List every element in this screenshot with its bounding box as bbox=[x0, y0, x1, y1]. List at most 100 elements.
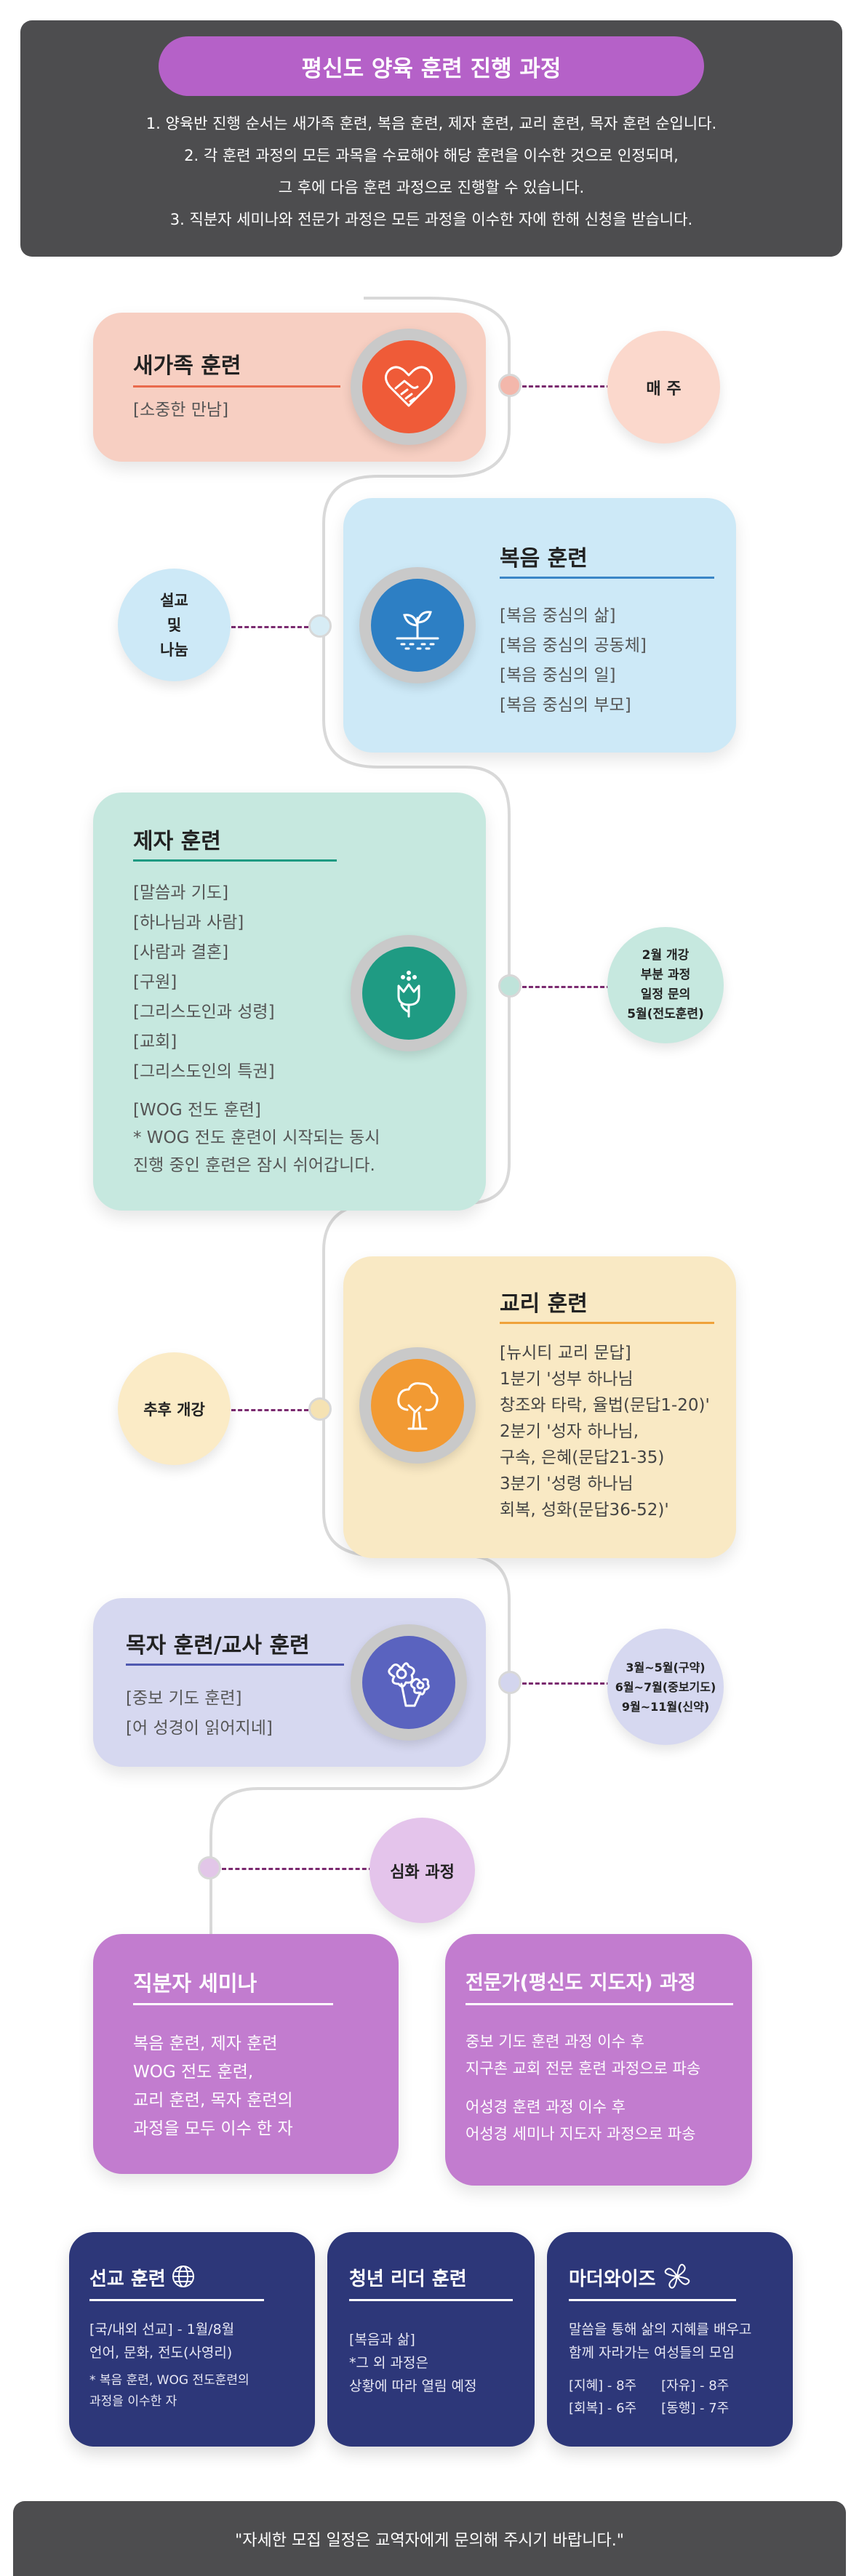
expert-course-card: 전문가(평신도 지도자) 과정 중보 기도 훈련 과정 이수 후 지구촌 교회 … bbox=[445, 1934, 752, 2186]
disciple-extra-line-1: [WOG 전도 훈련] bbox=[133, 1101, 261, 1120]
doctrine-lines: [뉴시티 교리 문답] 1분기 '성부 하나님 창조와 타락, 율법(문답1-2… bbox=[500, 1340, 710, 1523]
shepherd-icon-ring bbox=[351, 1624, 467, 1741]
doctrine-schedule: 추후 개강 bbox=[118, 1352, 231, 1465]
expert-course-divider bbox=[466, 2003, 733, 2005]
youth-line-1: [복음과 삶] bbox=[349, 2332, 415, 2348]
shepherd-line-1: [중보 기도 훈련] bbox=[126, 1689, 242, 1708]
gospel-node bbox=[308, 614, 332, 638]
disciple-line-1: [말씀과 기도] bbox=[133, 883, 229, 902]
expert-line-2: 지구촌 교회 전문 훈련 과정으로 파송 bbox=[466, 2060, 701, 2077]
motherwise-line-2: 함께 자라가는 여성들의 모임 bbox=[569, 2345, 735, 2361]
expert-course-title: 전문가(평신도 지도자) 과정 bbox=[466, 1972, 696, 1994]
mission-line-2: 언어, 문화, 전도(사영리) bbox=[89, 2345, 233, 2361]
doctrine-icon-ring bbox=[359, 1347, 476, 1464]
flowers-icon bbox=[362, 1636, 455, 1729]
youth-leader-card: 청년 리더 훈련 [복음과 삶] *그 외 과정은 상황에 따라 열림 예정 bbox=[327, 2232, 535, 2447]
officer-seminar-title: 직분자 세미나 bbox=[133, 1971, 257, 1996]
disciple-node bbox=[498, 974, 522, 998]
intro-text: 1. 양육반 진행 순서는 새가족 훈련, 복음 훈련, 제자 훈련, 교리 훈… bbox=[20, 108, 842, 236]
mission-note-2: 과정을 이수한 자 bbox=[89, 2394, 177, 2409]
expert-course-lines-1: 중보 기도 훈련 과정 이수 후 지구촌 교회 전문 훈련 과정으로 파송 bbox=[466, 2029, 700, 2082]
officer-line-1: 복음 훈련, 제자 훈련 bbox=[133, 2034, 278, 2053]
gospel-lines: [복음 중심의 삶] [복음 중심의 공동체] [복음 중심의 일] [복음 중… bbox=[500, 601, 647, 721]
officer-line-4: 과정을 모두 이수 한 자 bbox=[133, 2119, 293, 2138]
tulip-icon bbox=[362, 947, 455, 1040]
gospel-connector bbox=[231, 626, 308, 628]
disciple-schedule-line-2: 부분 과정 bbox=[640, 968, 691, 982]
new-family-line-1: [소중한 만남] bbox=[133, 401, 229, 420]
doctrine-line-6: 3분기 '성령 하나님 bbox=[500, 1474, 634, 1493]
globe-icon bbox=[171, 2264, 196, 2289]
disciple-title: 제자 훈련 bbox=[133, 829, 221, 854]
youth-leader-divider bbox=[349, 2299, 513, 2301]
shepherd-connector bbox=[522, 1682, 611, 1685]
disciple-extra-line-3: 진행 중인 훈련은 잠시 쉬어갑니다. bbox=[133, 1156, 375, 1175]
sprout-icon bbox=[371, 579, 464, 672]
youth-leader-title: 청년 리더 훈련 bbox=[349, 2268, 467, 2290]
motherwise-line-1: 말씀을 통해 삶의 지혜를 배우고 bbox=[569, 2322, 752, 2338]
mission-training-title: 선교 훈련 bbox=[89, 2268, 166, 2290]
mission-note-1: * 복음 훈련, WOG 전도훈련의 bbox=[89, 2373, 249, 2388]
disciple-line-6: [교회] bbox=[133, 1032, 177, 1051]
intro-line-1: 1. 양육반 진행 순서는 새가족 훈련, 복음 훈련, 제자 훈련, 교리 훈… bbox=[145, 115, 717, 132]
gospel-card: 복음 훈련 [복음 중심의 삶] [복음 중심의 공동체] [복음 중심의 일]… bbox=[343, 498, 736, 753]
mission-training-note: * 복음 훈련, WOG 전도훈련의 과정을 이수한 자 bbox=[89, 2370, 249, 2412]
gospel-schedule-line-3: 나눔 bbox=[160, 641, 188, 659]
expert-course-lines-2: 어성경 훈련 과정 이수 후 어성경 세미나 지도자 과정으로 파송 bbox=[466, 2094, 696, 2148]
gospel-icon-ring bbox=[359, 567, 476, 683]
gospel-line-3: [복음 중심의 일] bbox=[500, 666, 616, 685]
gospel-schedule-line-2: 및 bbox=[167, 616, 182, 634]
motherwise-card: 마더와이즈 말씀을 통해 삶의 지혜를 배우고 함께 자라가는 여성들의 모임 … bbox=[547, 2232, 793, 2447]
doctrine-card: 교리 훈련 [뉴시티 교리 문답] 1분기 '성부 하나님 창조와 타락, 율법… bbox=[343, 1256, 736, 1558]
shepherd-schedule-line-3: 9월~11월(신약) bbox=[621, 1699, 710, 1714]
gospel-schedule: 설교 및 나눔 bbox=[118, 569, 231, 681]
disciple-schedule-line-1: 2월 개강 bbox=[642, 948, 690, 963]
disciple-line-5: [그리스도인과 성령] bbox=[133, 1003, 275, 1022]
gospel-schedule-line-1: 설교 bbox=[160, 591, 188, 609]
shepherd-node bbox=[498, 1671, 522, 1694]
tree-icon bbox=[371, 1359, 464, 1452]
shepherd-divider bbox=[126, 1664, 344, 1666]
heart-handshake-icon bbox=[362, 340, 455, 433]
youth-line-2: *그 외 과정은 bbox=[349, 2355, 428, 2371]
new-family-icon-ring bbox=[351, 329, 467, 445]
gospel-title: 복음 훈련 bbox=[500, 546, 588, 571]
disciple-schedule-line-3: 일정 문의 bbox=[640, 987, 691, 1002]
mission-training-card: 선교 훈련 [국/내외 선교] - 1월/8월 언어, 문화, 전도(사영리) … bbox=[69, 2232, 315, 2447]
disciple-extra: [WOG 전도 훈련] * WOG 전도 훈련이 시작되는 동시 진행 중인 훈… bbox=[133, 1096, 380, 1179]
doctrine-line-7: 회복, 성화(문답36-52)' bbox=[500, 1501, 669, 1520]
gospel-line-4: [복음 중심의 부모] bbox=[500, 696, 631, 715]
advanced-label: 심화 과정 bbox=[369, 1818, 475, 1923]
mission-training-lines: [국/내외 선교] - 1월/8월 언어, 문화, 전도(사영리) bbox=[89, 2318, 234, 2364]
doctrine-line-4: 2분기 '성자 하나님, bbox=[500, 1422, 639, 1441]
officer-line-2: WOG 전도 훈련, bbox=[133, 2063, 254, 2082]
motherwise-freedom: [자유] - 8주 bbox=[661, 2378, 730, 2394]
doctrine-divider bbox=[500, 1322, 714, 1324]
new-family-card: 새가족 훈련 [소중한 만남] bbox=[93, 313, 486, 462]
motherwise-wisdom: [지혜] - 8주 bbox=[569, 2378, 637, 2394]
disciple-line-7: [그리스도인의 특권] bbox=[133, 1062, 275, 1081]
footer-notice: "자세한 모집 일정은 교역자에게 문의해 주시기 바랍니다." bbox=[13, 2501, 846, 2576]
youth-leader-lines: [복음과 삶] *그 외 과정은 상황에 따라 열림 예정 bbox=[349, 2328, 476, 2398]
officer-seminar-divider bbox=[133, 2003, 333, 2005]
disciple-lines: [말씀과 기도] [하나님과 사람] [사람과 결혼] [구원] [그리스도인과… bbox=[133, 878, 275, 1087]
motherwise-schedule-grid: [지혜] - 8주 [자유] - 8주 [회복] - 6주 [동행] - 7주 bbox=[569, 2375, 729, 2420]
motherwise-title: 마더와이즈 bbox=[569, 2268, 656, 2290]
shepherd-title: 목자 훈련/교사 훈련 bbox=[126, 1633, 310, 1658]
disciple-card: 제자 훈련 [말씀과 기도] [하나님과 사람] [사람과 결혼] [구원] [… bbox=[93, 793, 486, 1211]
new-family-connector bbox=[522, 385, 611, 388]
page-title: 평신도 양육 훈련 진행 과정 bbox=[159, 36, 704, 96]
shepherd-schedule: 3월~5월(구약) 6월~7월(중보기도) 9월~11월(신약) bbox=[607, 1629, 724, 1745]
flower-knot-icon bbox=[663, 2263, 691, 2290]
disciple-line-2: [하나님과 사람] bbox=[133, 913, 244, 932]
shepherd-lines: [중보 기도 훈련] [어 성경이 읽어지네] bbox=[126, 1684, 273, 1744]
advanced-connector bbox=[222, 1868, 373, 1870]
motherwise-lines: 말씀을 통해 삶의 지혜를 배우고 함께 자라가는 여성들의 모임 bbox=[569, 2318, 751, 2364]
expert-line-3: 어성경 훈련 과정 이수 후 bbox=[466, 2098, 626, 2116]
intro-panel: 평신도 양육 훈련 진행 과정 1. 양육반 진행 순서는 새가족 훈련, 복음… bbox=[20, 20, 842, 257]
doctrine-node bbox=[308, 1397, 332, 1421]
doctrine-connector bbox=[231, 1409, 308, 1411]
shepherd-card: 목자 훈련/교사 훈련 [중보 기도 훈련] [어 성경이 읽어지네] bbox=[93, 1598, 486, 1767]
disciple-schedule: 2월 개강 부분 과정 일정 문의 5월(전도훈련) bbox=[607, 927, 724, 1043]
mission-training-divider bbox=[89, 2299, 264, 2301]
